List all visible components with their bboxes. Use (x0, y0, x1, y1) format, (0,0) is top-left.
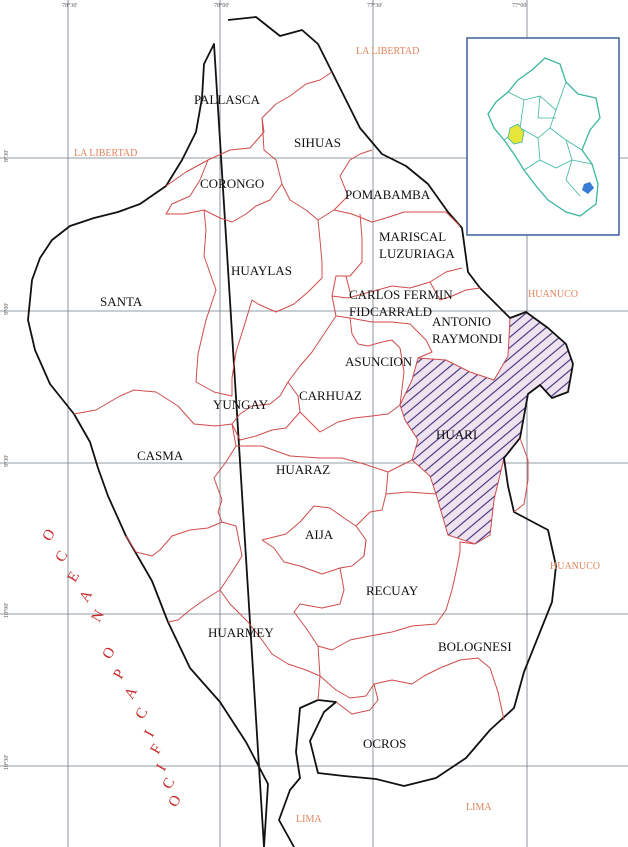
province-label-carlos-line2: FIDCARRALD (349, 304, 432, 319)
province-label-corongo: CORONGO (200, 176, 264, 191)
ocean-letter: I (154, 762, 170, 774)
ocean-letter: A (77, 587, 96, 605)
ocean-letter: C (160, 775, 179, 792)
ocean-letter: C (53, 548, 72, 565)
lat-label-10-00: 10°00' (3, 603, 10, 618)
ocean-letter: O (166, 792, 185, 810)
inset-peru-outline (487, 57, 601, 217)
province-label-mariscal-line2: LUZURIAGA (379, 246, 455, 261)
province-label-carhuaz: CARHUAZ (299, 388, 362, 403)
province-label-mariscal-line1: MARISCAL (379, 229, 446, 244)
province-label-antonio-line1: ANTONIO (432, 314, 491, 329)
province-label-huari: HUARI (436, 427, 477, 442)
ocean-letter: P (111, 667, 129, 682)
neighbor-label-lima-left: LIMA (296, 814, 322, 825)
province-boundaries (73, 71, 529, 721)
province-label-recuay: RECUAY (366, 583, 419, 598)
neighbor-labels: LA LIBERTAD LA LIBERTAD HUANUCO HUANUCO … (74, 46, 600, 825)
lon-label-78-30: 78°30' (62, 2, 77, 9)
ocean-letter: I (142, 728, 158, 740)
lon-label-77-30: 77°30' (367, 2, 382, 9)
neighbor-label-huanuco-right: HUANUCO (550, 561, 600, 572)
neighbor-label-lima-right: LIMA (466, 802, 492, 813)
ocean-letter: E (65, 569, 83, 585)
province-label-sihuas: SIHUAS (294, 135, 341, 150)
province-label-pomabamba: POMABAMBA (345, 187, 431, 202)
province-label-antonio-line2: RAYMONDI (432, 331, 502, 346)
neighbor-label-la-libertad-left: LA LIBERTAD (74, 148, 137, 159)
lat-label-10-30: 10°30' (3, 755, 10, 770)
province-label-huarmey: HUARMEY (208, 625, 274, 640)
ocean-letter: A (122, 684, 141, 702)
lon-label-78-00: 78°00' (214, 2, 229, 9)
province-label-bolognesi: BOLOGNESI (438, 639, 512, 654)
inset-map (466, 37, 620, 236)
ocean-letter: F (148, 742, 166, 757)
province-label-carlos-line1: CARLOS FERMIN (349, 287, 453, 302)
neighbor-label-la-libertad-top: LA LIBERTAD (356, 46, 419, 57)
inset-region-highlight (507, 123, 525, 145)
province-labels: PALLASCA SIHUAS CORONGO POMABAMBA MARISC… (100, 92, 512, 751)
province-label-casma: CASMA (137, 448, 184, 463)
ocean-letter: C (133, 705, 152, 722)
province-label-yungay: YUNGAY (213, 397, 269, 412)
ocean-letter: O (100, 644, 119, 662)
coordinate-labels: 78°30' 78°00' 77°30' 77°00' 8°30' 9°00' … (3, 2, 527, 770)
department-border (27, 16, 574, 847)
inset-lake-icon (582, 182, 594, 194)
province-label-ocros: OCROS (363, 736, 406, 751)
province-label-pallasca: PALLASCA (194, 92, 261, 107)
ocean-letter: O (40, 526, 59, 544)
lat-label-9-30: 9°30' (3, 455, 10, 467)
huari-highlight (399, 311, 574, 545)
province-label-asuncion: ASUNCION (345, 354, 413, 369)
ocean-letter: N (89, 607, 108, 625)
province-label-aija: AIJA (305, 527, 334, 542)
neighbor-label-huanuco-top: HUANUCO (528, 289, 578, 300)
lon-label-77-00: 77°00' (512, 2, 527, 9)
province-label-santa: SANTA (100, 294, 143, 309)
lat-label-9-00: 9°00' (3, 303, 10, 315)
province-label-huaraz: HUARAZ (276, 462, 330, 477)
lat-label-8-30: 8°30' (3, 150, 10, 162)
province-label-huaylas: HUAYLAS (231, 263, 292, 278)
